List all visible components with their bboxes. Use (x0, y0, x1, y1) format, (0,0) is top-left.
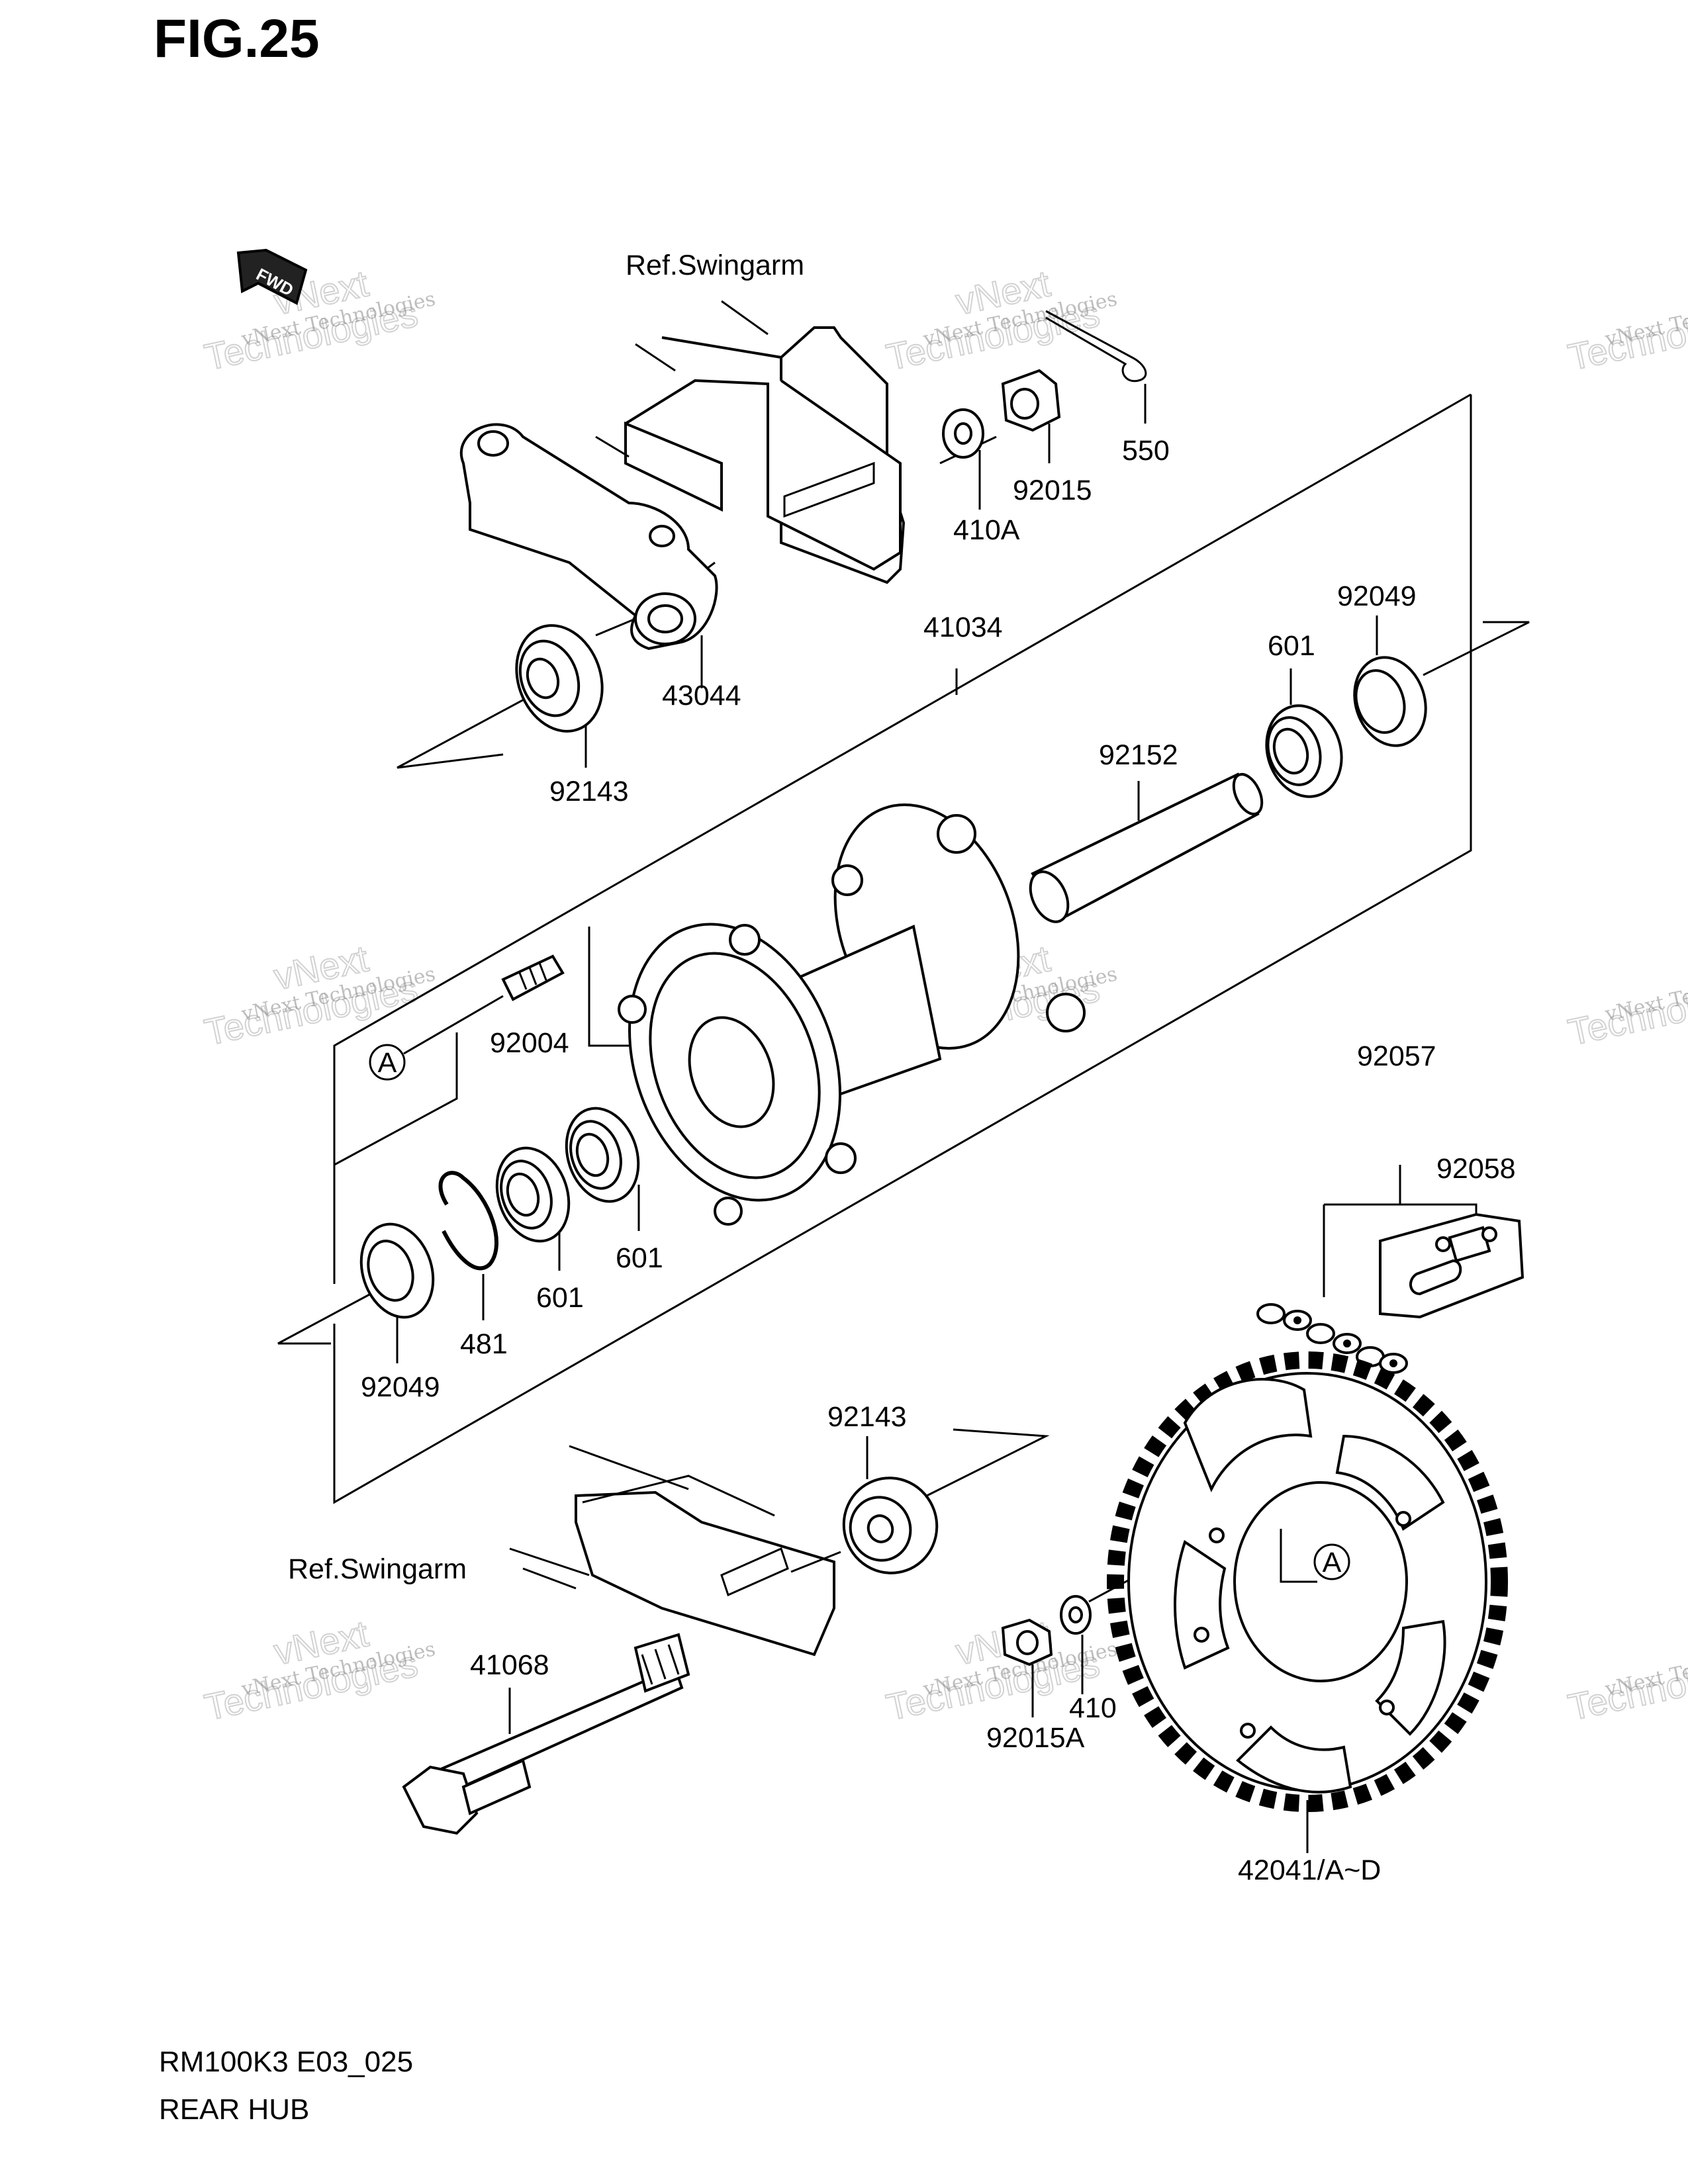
watermark: Technologies vNext Technologies (1564, 962, 1688, 1054)
fwd-arrow-icon: FWD (236, 248, 308, 305)
part-601-bearing-low (495, 1146, 571, 1271)
part-92152-spacer (1029, 772, 1264, 923)
svg-text:A: A (378, 1047, 397, 1079)
callout-92143-bottom: 92143 (827, 1401, 907, 1433)
ref-marker-a-sprocket: A (1313, 1543, 1350, 1580)
part-43044-torque-bracket (460, 423, 718, 688)
watermark: Technologies vNext vNext Technologies (882, 261, 1119, 379)
callout-92058: 92058 (1436, 1153, 1516, 1185)
callout-ref-swingarm-top: Ref.Swingarm (626, 250, 804, 281)
callout-92143-top: 92143 (549, 776, 629, 807)
callout-601-right: 601 (1268, 630, 1315, 662)
part-92143-collar-bottom (790, 1436, 939, 1574)
callout-92152: 92152 (1099, 739, 1178, 771)
drawing-code: RM100K3 E03_025 (159, 2046, 414, 2078)
part-92049-oil-seal-right (1353, 615, 1427, 747)
callout-labels: Ref.Swingarm 550 92015 410A 43044 92143 … (288, 250, 1516, 1886)
part-92143-collar-top (515, 624, 604, 768)
ref-marker-a-left: A (369, 995, 504, 1081)
watermark: Technologies vNext vNext Technologies (201, 936, 438, 1054)
callout-601-low: 601 (536, 1282, 584, 1314)
swingarm-bottom-ref (509, 1445, 835, 1657)
callout-92015a: 92015A (986, 1722, 1085, 1754)
callout-481: 481 (460, 1328, 508, 1360)
swingarm-top-ref (595, 300, 906, 584)
callout-92004: 92004 (490, 1027, 569, 1059)
callout-92015: 92015 (1013, 475, 1092, 506)
part-42041-sprocket (1107, 1351, 1508, 1853)
callout-92057: 92057 (1357, 1040, 1436, 1072)
watermark: Technologies vNext Technologies (1564, 1637, 1688, 1729)
callout-42041: 42041/A~D (1238, 1854, 1381, 1886)
watermark: Technologies vNext vNext Technologies (201, 1612, 438, 1729)
part-550-cotter-pin (1045, 310, 1147, 424)
callout-550: 550 (1122, 435, 1170, 467)
callout-92049-left: 92049 (361, 1371, 440, 1403)
callout-43044: 43044 (662, 680, 741, 711)
callout-41068: 41068 (470, 1649, 549, 1681)
callout-601-mid: 601 (616, 1242, 663, 1274)
footer: RM100K3 E03_025 REAR HUB (159, 2038, 413, 2134)
part-92004-stud (501, 954, 565, 1001)
part-481-circlip (438, 1171, 498, 1320)
figure-title: FIG.25 (154, 9, 320, 69)
callout-92049-right: 92049 (1337, 580, 1417, 612)
part-601-bearing-mid (565, 1107, 640, 1231)
watermark: Technologies vNext Technologies (1564, 287, 1688, 379)
svg-text:A: A (1323, 1547, 1342, 1578)
part-92058-master-link (1379, 1212, 1524, 1319)
callout-410: 410 (1069, 1692, 1117, 1724)
part-92049-oil-seal-left (359, 1222, 435, 1363)
part-92015a-nut (1001, 1618, 1053, 1717)
part-41034-rear-hub (618, 803, 1086, 1226)
part-601-bearing-right (1265, 668, 1343, 798)
watermark: Technologies vNext vNext Technologies (201, 261, 438, 379)
callout-410a: 410A (953, 514, 1020, 546)
callout-ref-swingarm-bottom: Ref.Swingarm (288, 1553, 467, 1585)
callout-41034: 41034 (923, 612, 1003, 643)
part-92015-nut (1001, 369, 1061, 463)
drawing-name: REAR HUB (159, 2093, 310, 2126)
part-410a-washer (942, 408, 984, 510)
part-41068-axle (402, 1633, 690, 1835)
